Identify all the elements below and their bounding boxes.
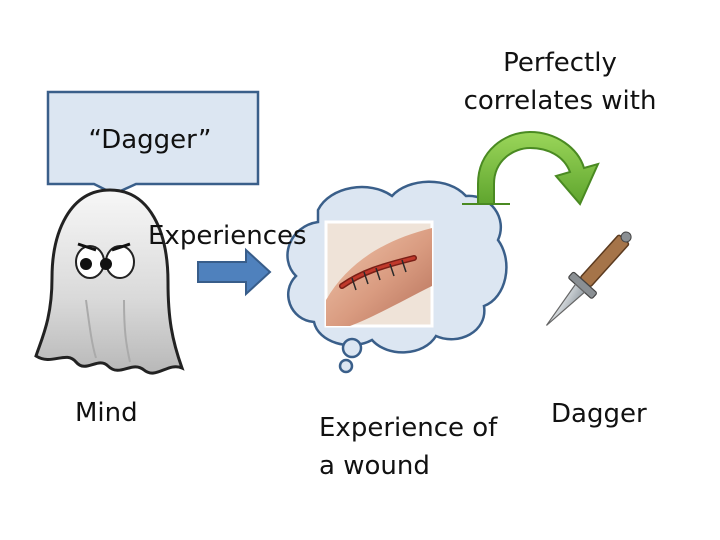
correlates-label-line1: Perfectly <box>503 48 617 78</box>
speech-bubble: “Dagger” <box>46 90 260 196</box>
blue-arrow <box>197 247 272 297</box>
dagger-icon <box>545 231 632 326</box>
experience-of-label-line2: a wound <box>319 451 430 481</box>
experiences-label: Experiences <box>148 221 307 251</box>
wound-photo <box>324 220 434 328</box>
correlates-label-line2: correlates with <box>464 86 657 116</box>
ghost-icon <box>34 188 185 375</box>
mind-label: Mind <box>75 398 138 428</box>
dagger-label: Dagger <box>551 399 647 429</box>
green-curved-arrow <box>462 130 600 206</box>
speech-bubble-text: “Dagger” <box>89 125 212 155</box>
experience-of-label-line1: Experience of <box>319 413 498 443</box>
